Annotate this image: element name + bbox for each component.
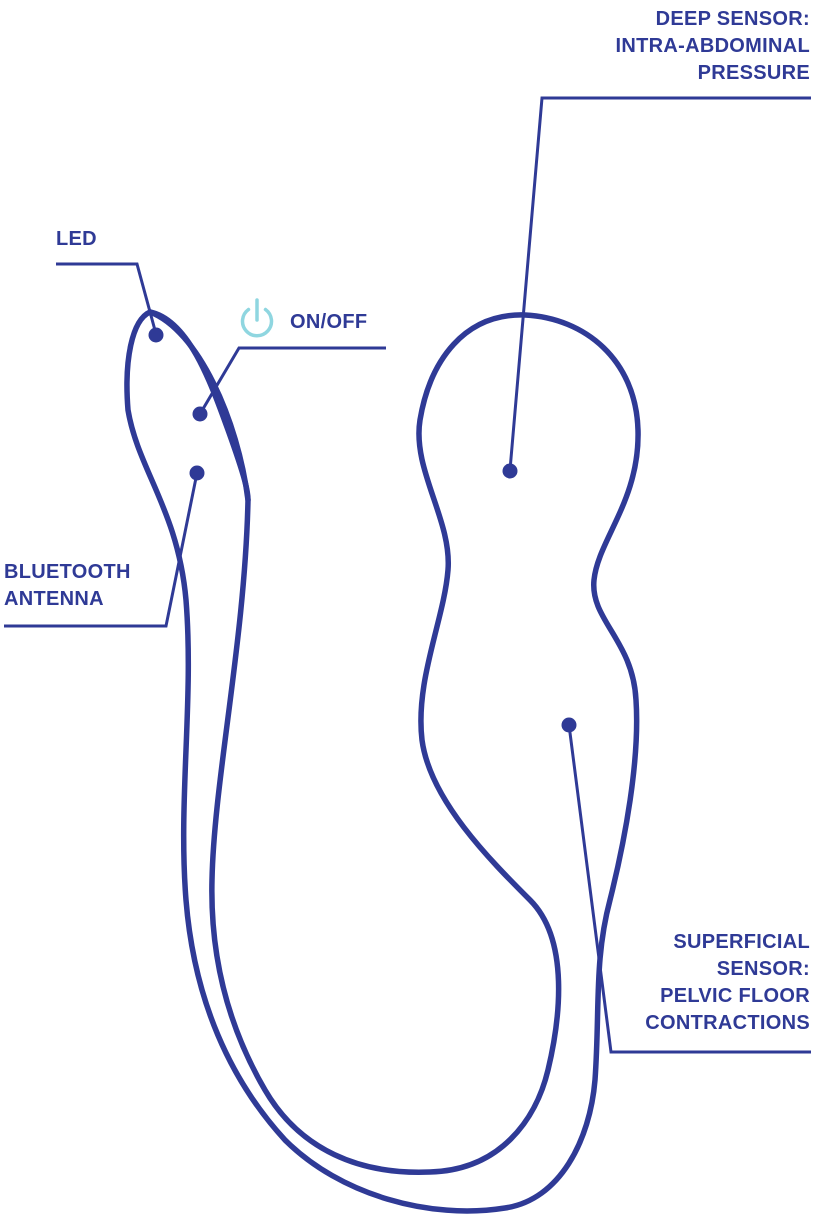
power-icon — [240, 298, 274, 338]
marker-dot-deep-sensor — [502, 463, 518, 479]
marker-dot-bluetooth — [189, 465, 205, 481]
marker-dot-superficial-sensor — [561, 717, 577, 733]
marker-dot-led — [148, 327, 164, 343]
leader-line-bluetooth — [4, 472, 199, 628]
leader-line-on-off — [198, 346, 386, 415]
deep-sensor-label: DEEP SENSOR: INTRA-ABDOMINAL PRESSURE — [615, 8, 810, 84]
leader-line-superficial-sensor — [567, 724, 811, 1054]
device-outline-inner — [147, 309, 251, 503]
leader-line-deep-sensor — [508, 96, 811, 471]
superficial-sensor-label: SUPERFICIAL SENSOR: PELVIC FLOOR CONTRAC… — [645, 931, 810, 1034]
bluetooth-antenna-label: BLUETOOTH ANTENNA — [4, 561, 131, 610]
device-outline-outer — [124, 309, 641, 1214]
led-label: LED — [56, 228, 97, 250]
on-off-label: ON/OFF — [290, 311, 368, 333]
leader-line-led — [56, 262, 158, 335]
marker-dot-on-off — [192, 406, 208, 422]
